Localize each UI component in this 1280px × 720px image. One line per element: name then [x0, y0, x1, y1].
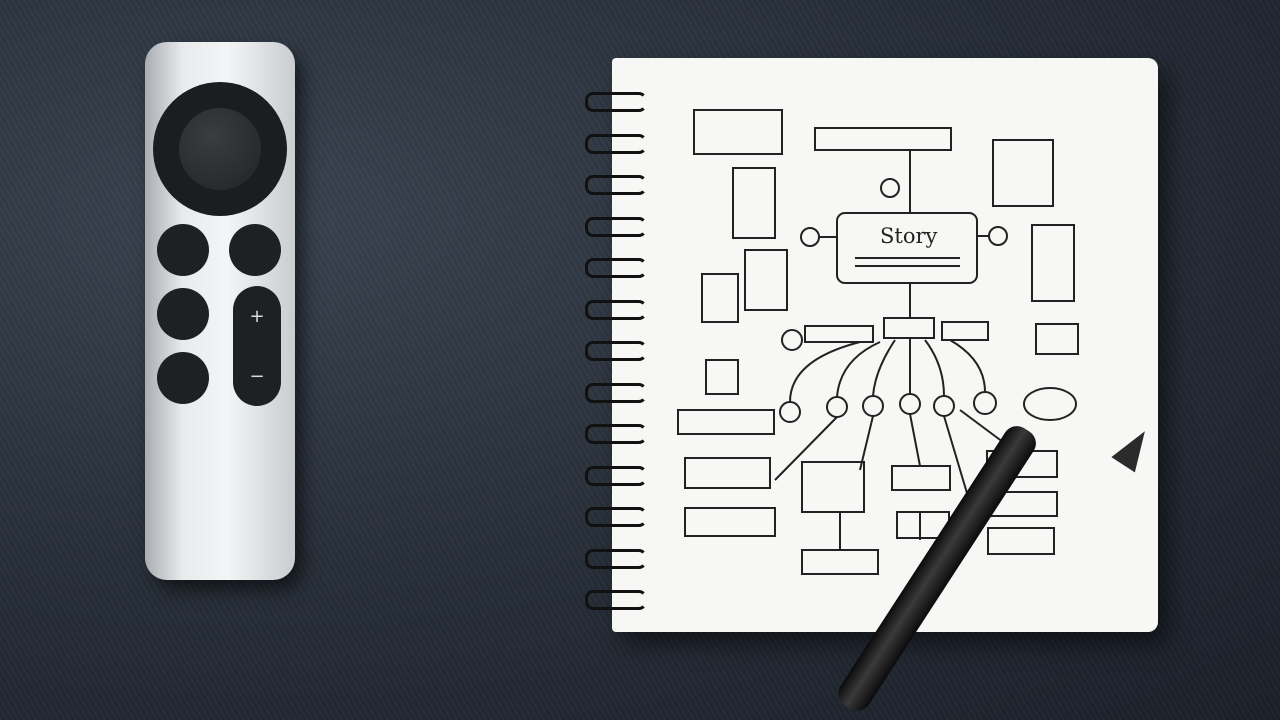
- binding-coil: [585, 299, 647, 320]
- binding-coil: [585, 341, 647, 361]
- volume-up-label: +: [249, 305, 265, 327]
- back-button: [157, 224, 209, 276]
- tv-button: [229, 224, 281, 276]
- binding-coil: [585, 507, 647, 527]
- binding-coil: [585, 258, 647, 278]
- play-pause-button: [157, 288, 209, 340]
- clickpad-center: [179, 108, 261, 190]
- volume-rocker: + −: [233, 286, 281, 406]
- binding-coil: [585, 548, 647, 569]
- central-node-box: [836, 212, 978, 284]
- binding-coil: [585, 92, 647, 112]
- binding-coil: [585, 424, 647, 444]
- volume-down-label: −: [249, 365, 265, 387]
- binding-coil: [585, 465, 647, 486]
- mute-button: [157, 352, 209, 404]
- binding-coil: [585, 175, 647, 195]
- central-node-label: Story: [880, 224, 938, 248]
- binding-coil: [585, 382, 647, 403]
- binding-coil: [585, 590, 647, 610]
- binding-coil: [585, 133, 647, 154]
- tv-remote: + −: [145, 42, 295, 580]
- clickpad-ring: [153, 82, 287, 216]
- binding-coil: [585, 216, 647, 237]
